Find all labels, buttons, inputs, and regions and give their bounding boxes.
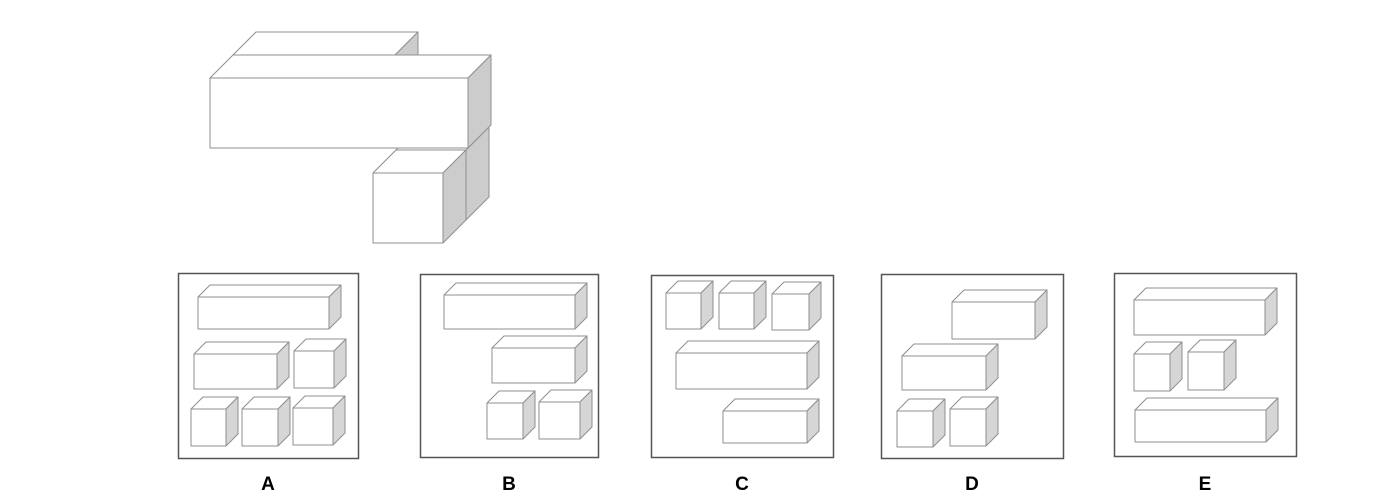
front-long-box-front-face bbox=[209, 77, 469, 149]
long-box-front-face bbox=[675, 352, 808, 390]
medium-box-front-face bbox=[901, 355, 987, 391]
cube-front-face bbox=[665, 292, 702, 330]
cube-front-face bbox=[190, 408, 227, 447]
cube-front-face bbox=[896, 410, 934, 448]
cube-front-face bbox=[241, 408, 279, 447]
cube-front-face bbox=[486, 402, 524, 440]
medium-box-front-face bbox=[951, 301, 1036, 340]
option-label-e: E bbox=[1198, 474, 1212, 495]
option-a[interactable] bbox=[177, 272, 360, 460]
front-cube-front-face bbox=[372, 172, 444, 244]
long-box-front-face bbox=[1133, 299, 1266, 336]
cube-front-face bbox=[292, 407, 334, 446]
cube-front-face bbox=[293, 350, 335, 389]
cube-front-face bbox=[1133, 353, 1171, 392]
long-box-top-face bbox=[1134, 397, 1279, 411]
long-box-top-face bbox=[197, 284, 342, 298]
cube-front-face bbox=[771, 293, 810, 331]
medium-box-top-face bbox=[901, 343, 999, 357]
cube-front-face bbox=[949, 408, 987, 447]
long-box-top-face bbox=[675, 340, 820, 354]
cube-front-face bbox=[538, 401, 581, 440]
long-box-front-face bbox=[197, 296, 330, 330]
option-b[interactable] bbox=[419, 273, 600, 459]
option-e[interactable] bbox=[1113, 272, 1298, 458]
long-box-front-face bbox=[443, 294, 576, 330]
medium-box-top-face bbox=[951, 289, 1048, 303]
medium-box-front-face bbox=[722, 410, 808, 444]
medium-box-top-face bbox=[491, 335, 588, 349]
cube-front-face bbox=[718, 292, 755, 330]
main-figure bbox=[209, 31, 492, 244]
front-long-box-top-face bbox=[209, 54, 492, 79]
cube-front-face bbox=[1187, 351, 1225, 391]
long-box-front-face bbox=[1134, 409, 1267, 443]
back-long-box-top-face bbox=[232, 31, 419, 56]
medium-box-front-face bbox=[491, 347, 576, 384]
long-box-top-face bbox=[1133, 287, 1278, 301]
medium-box-top-face bbox=[193, 341, 290, 355]
long-box-top-face bbox=[443, 282, 588, 296]
option-c[interactable] bbox=[650, 274, 835, 459]
medium-box-top-face bbox=[722, 398, 820, 412]
option-label-d: D bbox=[965, 474, 979, 495]
option-label-a: A bbox=[261, 474, 275, 495]
option-label-c: C bbox=[735, 474, 749, 495]
medium-box-front-face bbox=[193, 353, 278, 390]
option-label-b: B bbox=[502, 474, 516, 495]
option-d[interactable] bbox=[880, 273, 1065, 460]
